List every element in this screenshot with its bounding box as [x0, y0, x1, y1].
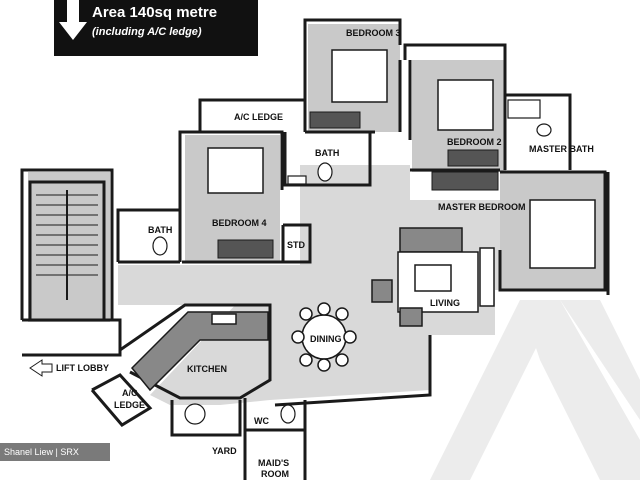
label-wc: WC — [254, 416, 269, 426]
label-kitchen: KITCHEN — [187, 364, 227, 374]
wardrobes — [217, 111, 499, 259]
label-maids-room-2: ROOM — [261, 469, 289, 479]
walls — [20, 18, 610, 480]
label-living: LIVING — [430, 298, 460, 308]
label-dining: DINING — [310, 334, 342, 344]
area-text: Area 140sq metre — [92, 4, 218, 21]
kitchen-counter — [130, 311, 269, 392]
coffee-table — [414, 264, 452, 292]
label-bath-center: BATH — [315, 148, 339, 158]
label-lift-lobby: LIFT LOBBY — [56, 363, 109, 373]
bed-bedroom-2 — [437, 79, 494, 131]
bed-bedroom-3 — [331, 49, 388, 103]
dining-set — [291, 302, 357, 372]
armchair-bottom — [399, 307, 423, 327]
bed-master — [529, 199, 596, 269]
label-bedroom-4: BEDROOM 4 — [212, 218, 267, 228]
bath-fixtures — [152, 99, 552, 425]
label-bedroom-3: BEDROOM 3 — [346, 28, 401, 38]
label-master-bath: MASTER BATH — [529, 144, 594, 154]
tv-console — [479, 247, 495, 307]
label-std: STD — [287, 240, 306, 250]
label-ac-ledge-bottom-1: A/C — [122, 388, 138, 398]
label-bath-left: BATH — [148, 225, 172, 235]
armchair-left — [371, 279, 393, 303]
bed-bedroom-4 — [207, 147, 264, 194]
label-master-bedroom: MASTER BEDROOM — [438, 202, 526, 212]
room-labels: BEDROOM 3 BEDROOM 2 A/C LEDGE BATH MASTE… — [56, 28, 594, 479]
staircase — [36, 190, 98, 300]
living-furniture — [371, 227, 495, 327]
label-yard: YARD — [212, 446, 237, 456]
label-bedroom-2: BEDROOM 2 — [447, 137, 502, 147]
beds — [207, 49, 596, 269]
photo-credit: Shanel Liew | SRX PROPERTY — [0, 443, 110, 475]
label-ac-ledge-top: A/C LEDGE — [234, 112, 283, 122]
floor-shading — [118, 165, 520, 405]
label-ac-ledge-bottom-2: LEDGE — [114, 400, 145, 410]
down-arrow-icon — [59, 0, 87, 40]
lift-lobby-arrow — [29, 359, 53, 377]
sofa — [399, 227, 463, 253]
area-note: (including A/C ledge) — [92, 26, 202, 38]
area-banner — [54, 0, 258, 56]
label-maids-room-1: MAID'S — [258, 458, 289, 468]
watermark — [430, 300, 640, 480]
